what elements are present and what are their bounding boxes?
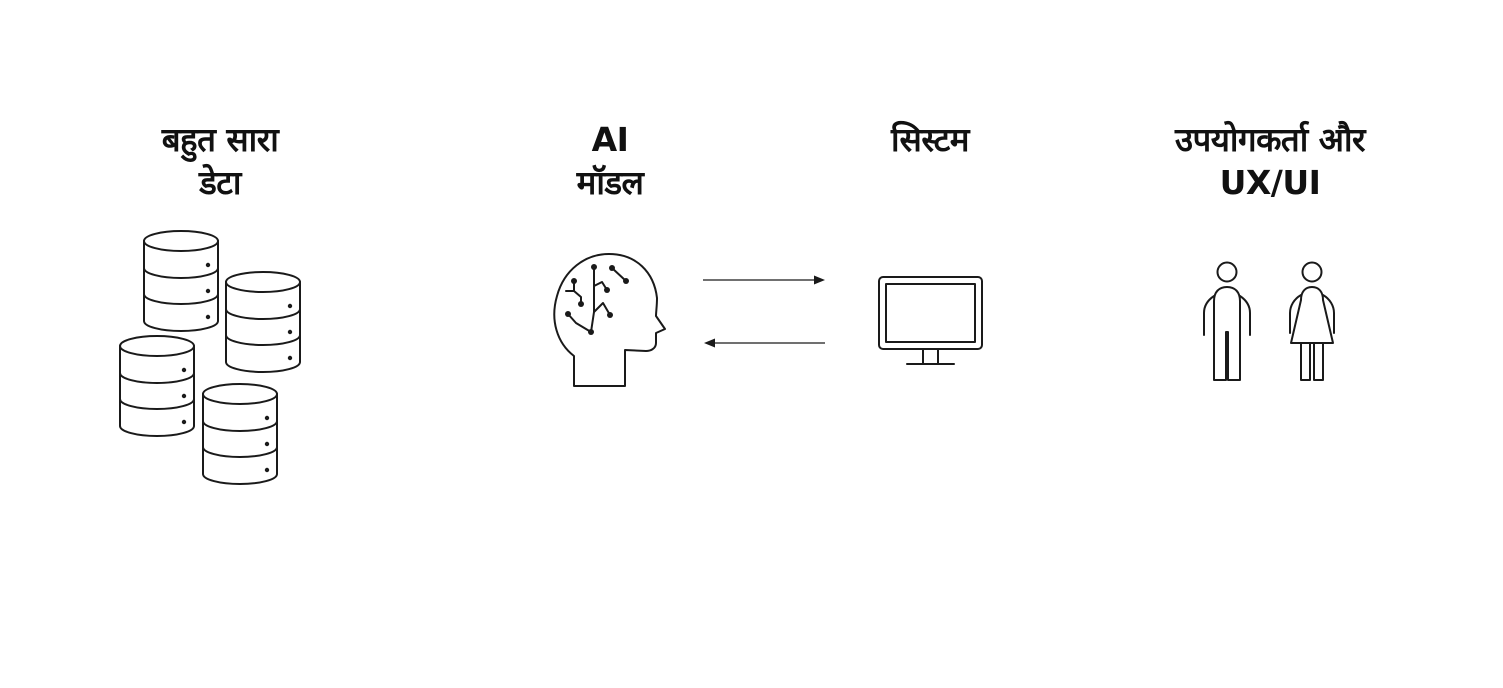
model-title-line-1: AI [591, 120, 629, 159]
woman-icon [1289, 261, 1335, 381]
data-stage-title: बहुत सारा डेटा [100, 118, 340, 204]
system-title-line-1: सिस्टम [890, 120, 970, 159]
users-man-woman-icon [1203, 261, 1335, 381]
database-stack-icon [119, 230, 301, 485]
data-title-line-2: डेटा [199, 163, 241, 202]
model-title-line-2: मॉडल [576, 163, 644, 202]
system-stage-title: सिस्टम [810, 118, 1050, 161]
ai-brain-head-icon [553, 253, 666, 387]
users-title-line-2: UX/UI [1219, 163, 1321, 202]
man-icon [1203, 261, 1251, 381]
data-title-line-1: बहुत सारा [161, 120, 279, 159]
users-title-line-1: उपयोगकर्ता और [1174, 120, 1366, 159]
model-stage-title: AI मॉडल [490, 118, 730, 204]
arrow-right-icon [703, 275, 825, 285]
arrow-left-icon [704, 338, 825, 348]
computer-monitor-icon [878, 276, 983, 365]
users-stage-title: उपयोगकर्ता और UX/UI [1120, 118, 1420, 204]
